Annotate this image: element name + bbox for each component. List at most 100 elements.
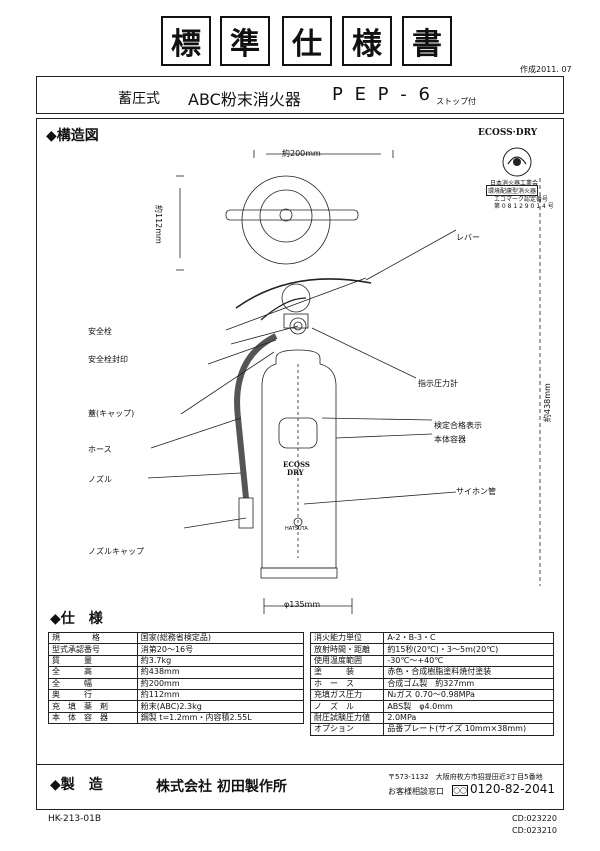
spec-value: 国家(総務省検定品) bbox=[136, 631, 305, 645]
spec-key: 本 体 容 器 bbox=[48, 711, 138, 725]
product-type: 蓄圧式 bbox=[118, 91, 160, 107]
title-char-2: 準 bbox=[220, 16, 270, 66]
product-bar bbox=[36, 76, 564, 114]
eco-mark bbox=[488, 142, 546, 204]
spec-key: ホ ー ス bbox=[309, 677, 385, 690]
footer-cd1: CD:023220 bbox=[512, 814, 557, 823]
contact-label: お客様相談窓口 bbox=[388, 787, 444, 796]
table-row: オプション品番プレート(サイズ 10mm×38mm) bbox=[309, 723, 554, 736]
company-address: 〒573-1132 大阪府枚方市招提田近3丁目5番地 bbox=[388, 773, 543, 781]
spec-value: 消第20～16号 bbox=[136, 643, 305, 656]
label-lever: レバー bbox=[456, 233, 480, 242]
dim-depth: 約112mm bbox=[154, 205, 163, 244]
spec-key: 消火能力単位 bbox=[309, 631, 385, 645]
spec-key: 耐圧試験圧力値 bbox=[309, 711, 385, 725]
label-cap: 蓋(キャップ) bbox=[88, 409, 135, 418]
extinguisher-drawing bbox=[147, 150, 541, 614]
title-char-3: 仕 bbox=[282, 16, 332, 66]
valve-head bbox=[281, 283, 311, 313]
body-brand-1: ECOSS bbox=[283, 460, 310, 469]
spec-key: ノ ズ ル bbox=[309, 700, 385, 713]
table-row: 放射時間・距離約15秒(20℃)・3～5m(20℃) bbox=[309, 643, 554, 656]
spec-value: 赤色・合成樹脂塗料焼付塗装 bbox=[383, 666, 554, 679]
table-row: 奥 行約112mm bbox=[48, 688, 305, 702]
label-gauge: 指示圧力計 bbox=[418, 379, 458, 388]
maker-divider bbox=[36, 764, 564, 765]
label-safety-seal: 安全栓封印 bbox=[88, 355, 128, 364]
hose-shape bbox=[234, 333, 278, 499]
label-siphon: サイホン管 bbox=[456, 487, 496, 496]
spec-value: 約3.7kg bbox=[136, 654, 305, 668]
product-name: ABC粉末消火器 bbox=[188, 90, 301, 109]
spec-key: 全 幅 bbox=[48, 677, 138, 690]
created-date: 作成2011. 07 bbox=[520, 65, 572, 74]
spec-value: ABS製 φ4.0mm bbox=[383, 700, 554, 713]
structure-heading: ◆構造図 bbox=[46, 128, 99, 144]
brand-logo: ECOSS·DRY bbox=[478, 128, 538, 138]
spec-key: オプション bbox=[309, 723, 385, 736]
spec-value: 約112mm bbox=[136, 688, 305, 702]
eco-mark-icon bbox=[502, 147, 532, 177]
spec-value: 約15秒(20℃)・3～5m(20℃) bbox=[383, 643, 554, 656]
table-row: 全 高約438mm bbox=[48, 666, 305, 679]
body-brand-2: DRY bbox=[287, 468, 304, 477]
eco-note-4: 第 0 8 1 2 9 0 1 4 号 bbox=[494, 203, 554, 210]
label-body: 本体容器 bbox=[434, 435, 466, 444]
maker-heading: ◆製 造 bbox=[50, 777, 103, 793]
spec-value: A-2・B-3・C bbox=[383, 631, 554, 645]
footer-code: HK-213-01B bbox=[48, 814, 102, 824]
table-row: 塗 装赤色・合成樹脂塗料焼付塗装 bbox=[309, 666, 554, 679]
spec-value: 2.0MPa bbox=[383, 711, 554, 725]
spec-key: 全 高 bbox=[48, 666, 138, 679]
table-row: 充 填 薬 剤粉末(ABC)2.3kg bbox=[48, 700, 305, 713]
spec-value: 約438mm bbox=[136, 666, 305, 679]
title-char-1: 標 bbox=[161, 16, 211, 66]
label-nozzle-cap: ノズルキャップ bbox=[88, 547, 144, 556]
table-row: 全 幅約200mm bbox=[48, 677, 305, 690]
main-frame bbox=[36, 118, 564, 810]
label-nozzle: ノズル bbox=[88, 475, 112, 484]
dim-width: 約200mm bbox=[282, 149, 321, 158]
label-cert: 検定合格表示 bbox=[434, 421, 482, 430]
table-row: ホ ー ス合成ゴム製 約327mm bbox=[309, 677, 554, 690]
spec-value: N₂ガス 0.70～0.98MPa bbox=[383, 688, 554, 702]
footer-cd2: CD:023210 bbox=[512, 826, 557, 835]
eco-note-1: 日本消火器工業会 bbox=[490, 180, 539, 187]
spec-value: 鋼製 t=1.2mm・内容積2.55L bbox=[136, 711, 305, 725]
gauge-shape bbox=[289, 317, 307, 335]
body-maker: HATSUTA bbox=[285, 526, 308, 532]
spec-heading: ◆仕 様 bbox=[50, 611, 103, 627]
label-safety-pin: 安全栓 bbox=[88, 327, 112, 336]
label-hose: ホース bbox=[88, 445, 112, 454]
spec-value: 粉末(ABC)2.3kg bbox=[136, 700, 305, 713]
nozzle-shape bbox=[238, 497, 254, 529]
table-row: 本 体 容 器鋼製 t=1.2mm・内容積2.55L bbox=[48, 711, 305, 725]
spec-value: 約200mm bbox=[136, 677, 305, 690]
table-row: 規 格国家(総務省検定品) bbox=[48, 631, 305, 645]
table-row: 型式承認番号消第20～16号 bbox=[48, 643, 305, 656]
spec-key: 使用温度範囲 bbox=[309, 654, 385, 668]
spec-key: 放射時間・距離 bbox=[309, 643, 385, 656]
product-model: P E P - 6 bbox=[332, 84, 433, 105]
spec-table-left: 規 格国家(総務省検定品) 型式承認番号消第20～16号 質 量約3.7kg 全… bbox=[48, 631, 305, 725]
free-dial-icon: ◯◯ bbox=[452, 785, 468, 796]
spec-key: 奥 行 bbox=[48, 688, 138, 702]
spec-key: 規 格 bbox=[48, 631, 138, 645]
dim-height: 約438mm bbox=[543, 383, 552, 422]
spec-value: 品番プレート(サイズ 10mm×38mm) bbox=[383, 723, 554, 736]
title-char-4: 様 bbox=[342, 16, 392, 66]
spec-value: -30℃～+40℃ bbox=[383, 654, 554, 668]
phone-number: 0120-82-2041 bbox=[470, 782, 556, 796]
title-char-5: 書 bbox=[402, 16, 452, 66]
spec-key: 塗 装 bbox=[309, 666, 385, 679]
spec-key: 充 填 薬 剤 bbox=[48, 700, 138, 713]
table-row: 使用温度範囲-30℃～+40℃ bbox=[309, 654, 554, 668]
spec-key: 型式承認番号 bbox=[48, 643, 138, 656]
eco-note-2: 環境配慮型消火器 bbox=[486, 185, 539, 196]
eco-note-3: エコマーク認定番号 bbox=[494, 196, 549, 203]
company-name: 株式会社 初田製作所 bbox=[156, 779, 287, 795]
